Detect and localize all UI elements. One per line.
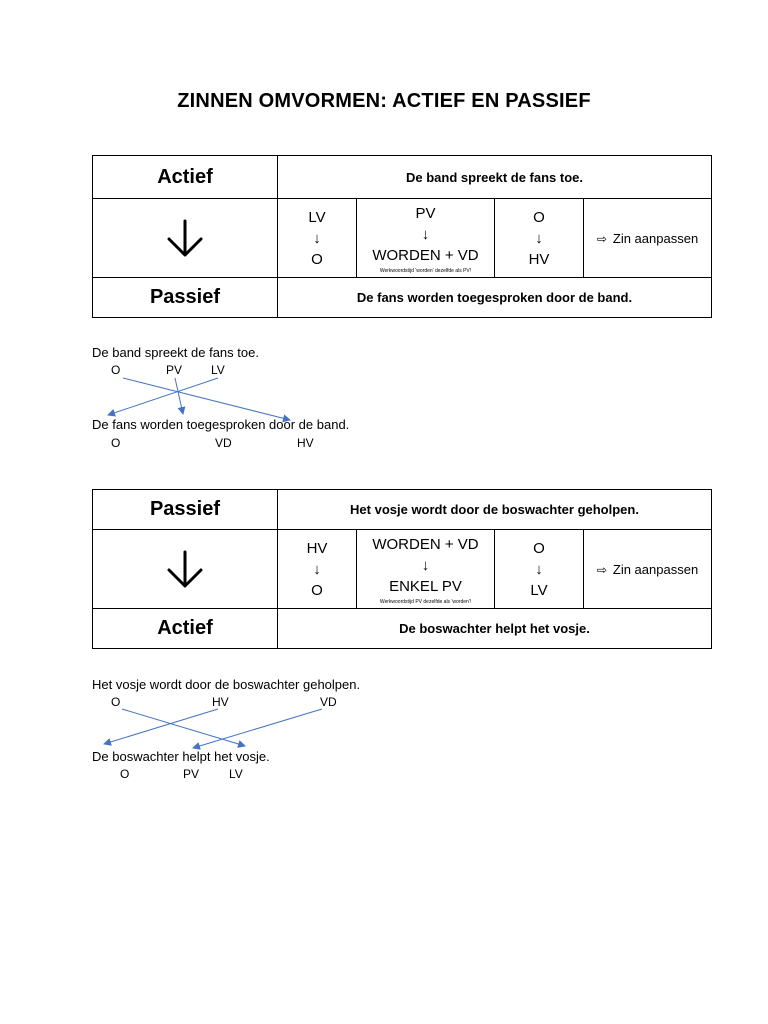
mapping-source: LV [308, 208, 326, 226]
arrow-down-icon [92, 198, 278, 278]
mapping-arrow: ↓ [535, 229, 543, 247]
connector-arrow [107, 377, 219, 417]
mapping-column-1: HV ↓ O [277, 529, 357, 609]
table-label-top: Actief [92, 155, 278, 199]
example2-sentence-1: Het vosje wordt door de boswachter gehol… [92, 677, 361, 692]
mapping-column-3: O ↓ HV [494, 198, 584, 278]
mapping-column-1: LV ↓ O [277, 198, 357, 278]
example2-label-pv: PV [183, 767, 200, 781]
right-arrow-icon: ⇨ [596, 231, 607, 246]
table-label-top: Passief [92, 489, 278, 530]
example2-label-hv: HV [212, 695, 229, 709]
mapping-arrow: ↓ [313, 229, 321, 247]
mapping-target: WORDEN + VD [372, 246, 479, 264]
connector-arrow [122, 377, 291, 423]
mapping-arrow: ↓ [421, 225, 430, 243]
mapping-target: O [311, 250, 323, 268]
mapping-arrow: ↓ [421, 556, 430, 574]
table-label-bottom: Actief [92, 608, 278, 649]
mapping-arrow: ↓ [535, 560, 543, 578]
mapping-source: WORDEN + VD [372, 535, 479, 553]
adjust-sentence-cell: ⇨ Zin aanpassen [583, 529, 712, 609]
mapping-arrow: ↓ [313, 560, 321, 578]
example1-sentence-1: De band spreekt de fans toe. [92, 345, 259, 360]
tense-note: Werkwoordstijd 'worden' dezelfde als PV! [379, 267, 472, 274]
example1-label-o: O [111, 436, 121, 450]
connector-arrow [121, 708, 246, 748]
table-sentence-bottom: De fans worden toegesproken door de band… [277, 277, 712, 318]
example2-label-vd: VD [320, 695, 337, 709]
mapping-target: LV [530, 581, 548, 599]
table-label-bottom: Passief [92, 277, 278, 318]
mapping-source: O [533, 208, 545, 226]
mapping-target: HV [528, 250, 550, 268]
transform-table-active-to-passive: Actief De band spreekt de fans toe. LV ↓… [92, 155, 712, 318]
mapping-source: PV [415, 204, 436, 222]
example1-label-o: O [111, 363, 121, 377]
mapping-column-2: WORDEN + VD ↓ ENKEL PV Werkwoordstijd PV… [356, 529, 495, 609]
adjust-sentence-label: Zin aanpassen [612, 230, 699, 246]
example2-label-lv: LV [229, 767, 243, 781]
example1-label-vd: VD [215, 436, 232, 450]
table-sentence-bottom: De boswachter helpt het vosje. [277, 608, 712, 649]
mapping-source: HV [306, 539, 328, 557]
connector-arrow [174, 377, 186, 415]
connector-arrow [192, 708, 323, 750]
right-arrow-icon: ⇨ [596, 562, 607, 577]
connector-arrow [103, 708, 219, 746]
table-sentence-top: De band spreekt de fans toe. [277, 155, 712, 199]
example1-label-hv: HV [297, 436, 314, 450]
example2-label-o: O [111, 695, 121, 709]
adjust-sentence-cell: ⇨ Zin aanpassen [583, 198, 712, 278]
mapping-source: O [533, 539, 545, 557]
transform-table-passive-to-active: Passief Het vosje wordt door de boswacht… [92, 489, 712, 649]
mapping-target: O [311, 581, 323, 599]
example1-label-lv: LV [211, 363, 225, 377]
example2-sentence-2: De boswachter helpt het vosje. [92, 749, 270, 764]
example1-label-pv: PV [166, 363, 183, 377]
table-sentence-top: Het vosje wordt door de boswachter gehol… [277, 489, 712, 530]
mapping-column-2: PV ↓ WORDEN + VD Werkwoordstijd 'worden'… [356, 198, 495, 278]
page-title: ZINNEN OMVORMEN: ACTIEF EN PASSIEF [177, 90, 591, 112]
tense-note: Werkwoordstijd PV dezelfde als 'worden'! [379, 598, 472, 605]
mapping-target: ENKEL PV [389, 577, 462, 595]
example2-label-o: O [120, 767, 130, 781]
adjust-sentence-label: Zin aanpassen [612, 561, 699, 577]
